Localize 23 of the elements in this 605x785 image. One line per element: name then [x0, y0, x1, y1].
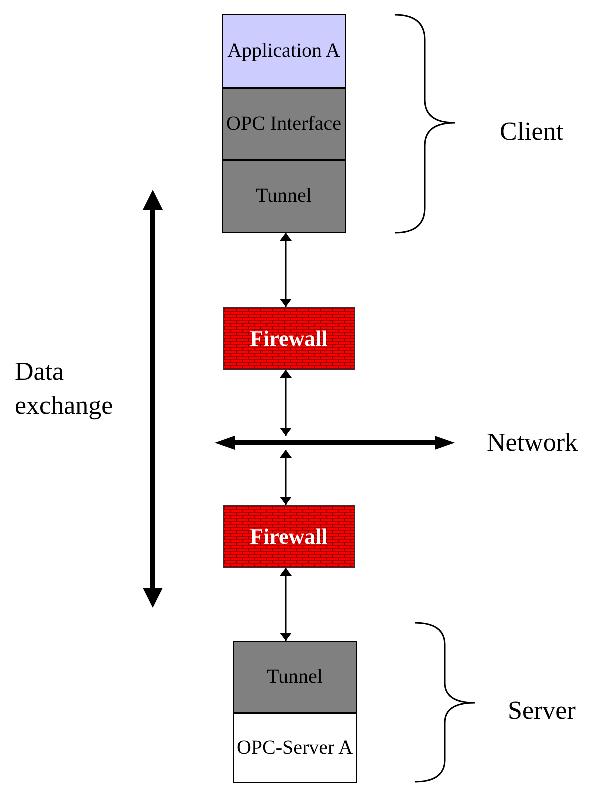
- firewall-label: Firewall: [250, 324, 328, 352]
- layer-box: [222, 88, 346, 160]
- firewall-box: [223, 307, 355, 370]
- network-label: Network: [487, 430, 578, 456]
- axis-label: Data exchange: [15, 356, 114, 422]
- box-label: Tunnel: [256, 184, 312, 209]
- group-label: Server: [508, 698, 576, 724]
- arrow: [280, 233, 292, 307]
- box-label: Application A: [228, 38, 340, 64]
- layer-box: [233, 641, 357, 713]
- box-label: Tunnel: [267, 664, 323, 690]
- layer-box: [222, 160, 346, 233]
- server-box: [233, 713, 357, 783]
- box-label: OPC Interface: [226, 112, 342, 136]
- arrow: [280, 568, 292, 641]
- application-box: [222, 14, 346, 88]
- group-label: Client: [500, 119, 564, 145]
- arrow: [280, 450, 292, 505]
- firewall-label: Firewall: [250, 522, 328, 550]
- firewall-box: [223, 505, 355, 568]
- arrow: [280, 370, 292, 436]
- network-arrow: [215, 436, 455, 450]
- box-label: OPC-Server A: [236, 736, 354, 760]
